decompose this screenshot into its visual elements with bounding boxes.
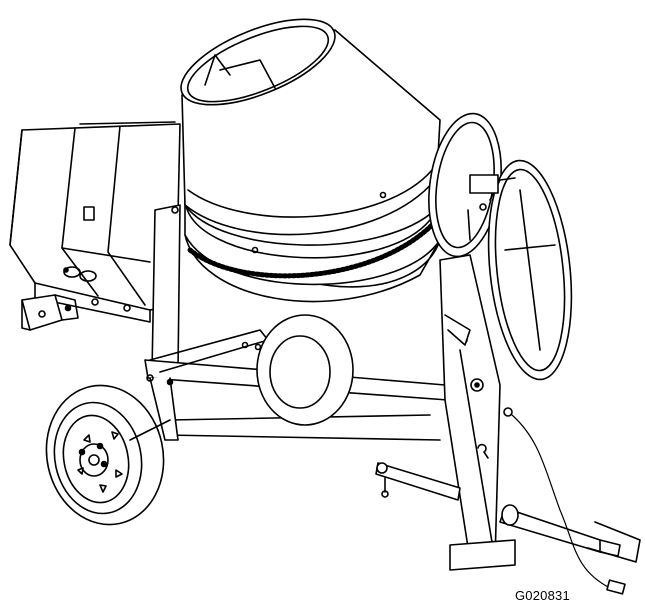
figure-id-label: G020831 — [515, 588, 570, 603]
mixer-drum — [171, 18, 441, 303]
drum-back-disc — [256, 314, 354, 426]
cord-plug — [606, 579, 626, 595]
tilt-handwheel — [428, 112, 573, 381]
wheel — [45, 384, 171, 526]
hood-latch — [63, 266, 97, 282]
latch-slot — [83, 206, 95, 221]
tilt-crank-handle — [444, 314, 471, 346]
power-cord — [511, 414, 626, 595]
engine-housing — [9, 121, 181, 323]
tow-bar — [375, 462, 641, 563]
rear-hitch-bracket — [21, 294, 79, 331]
